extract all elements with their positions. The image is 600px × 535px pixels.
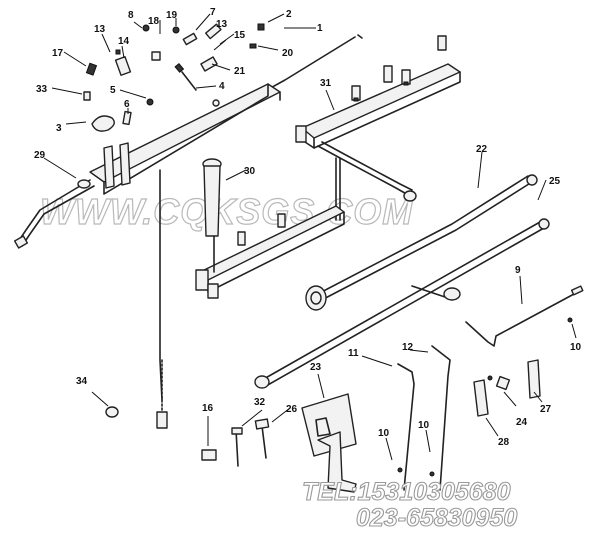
callout-23: 23 <box>310 362 322 373</box>
main-manifold-tube <box>13 34 363 429</box>
callout-7: 7 <box>210 7 216 18</box>
callout-32: 32 <box>254 397 266 408</box>
callout-3: 3 <box>56 123 62 134</box>
watermark-phone: 023-65830950 <box>356 504 517 532</box>
callout-9: 9 <box>515 265 521 276</box>
callout-30: 30 <box>244 166 256 177</box>
callout-14: 14 <box>118 36 130 47</box>
callout-10-c: 10 <box>418 420 430 431</box>
callout-12: 12 <box>402 342 414 353</box>
callout-34: 34 <box>76 376 88 387</box>
watermark-site: WWW.CQKSGS.COM <box>40 191 413 232</box>
callout-22: 22 <box>476 144 488 155</box>
fuel-rods <box>397 345 451 491</box>
leader-lines <box>43 13 577 461</box>
loose-fittings-top-left <box>83 23 265 132</box>
brackets-right <box>473 359 541 417</box>
watermark-tel: TEL:15310305680 <box>302 478 511 506</box>
callout-20: 20 <box>282 48 294 59</box>
callout-11: 11 <box>348 348 359 359</box>
callout-6: 6 <box>124 99 130 110</box>
callout-31: 31 <box>320 78 332 89</box>
callout-26: 26 <box>286 404 298 415</box>
callout-19: 19 <box>166 10 178 21</box>
callout-1: 1 <box>317 23 323 34</box>
callout-28: 28 <box>498 437 510 448</box>
callout-8: 8 <box>128 10 134 21</box>
callout-10-a: 10 <box>570 342 582 353</box>
callout-5: 5 <box>110 85 116 96</box>
mounting-bracket <box>301 393 357 493</box>
callout-33: 33 <box>36 84 48 95</box>
callout-13-b: 13 <box>216 19 228 30</box>
callout-labels: 1 2 3 4 5 6 7 8 9 10 10 10 11 12 13 13 1… <box>34 7 582 448</box>
fuel-tube-long <box>305 174 538 311</box>
callout-27: 27 <box>540 404 552 415</box>
fuel-line-bent <box>465 285 584 347</box>
callout-15: 15 <box>234 30 246 41</box>
fuel-manifold-middle <box>195 158 345 299</box>
callout-2: 2 <box>286 9 292 20</box>
callout-21: 21 <box>234 66 246 77</box>
callout-17: 17 <box>52 48 64 59</box>
small-clips <box>201 418 270 467</box>
callout-24: 24 <box>516 417 528 428</box>
callout-13-a: 13 <box>94 24 106 35</box>
callout-10-b: 10 <box>378 428 390 439</box>
callout-4: 4 <box>219 81 225 92</box>
callout-16: 16 <box>202 403 214 414</box>
callout-18: 18 <box>148 16 160 27</box>
callout-29: 29 <box>34 150 46 161</box>
callout-25: 25 <box>549 176 561 187</box>
plug-34 <box>105 406 119 418</box>
fuel-tube-short <box>254 218 550 389</box>
